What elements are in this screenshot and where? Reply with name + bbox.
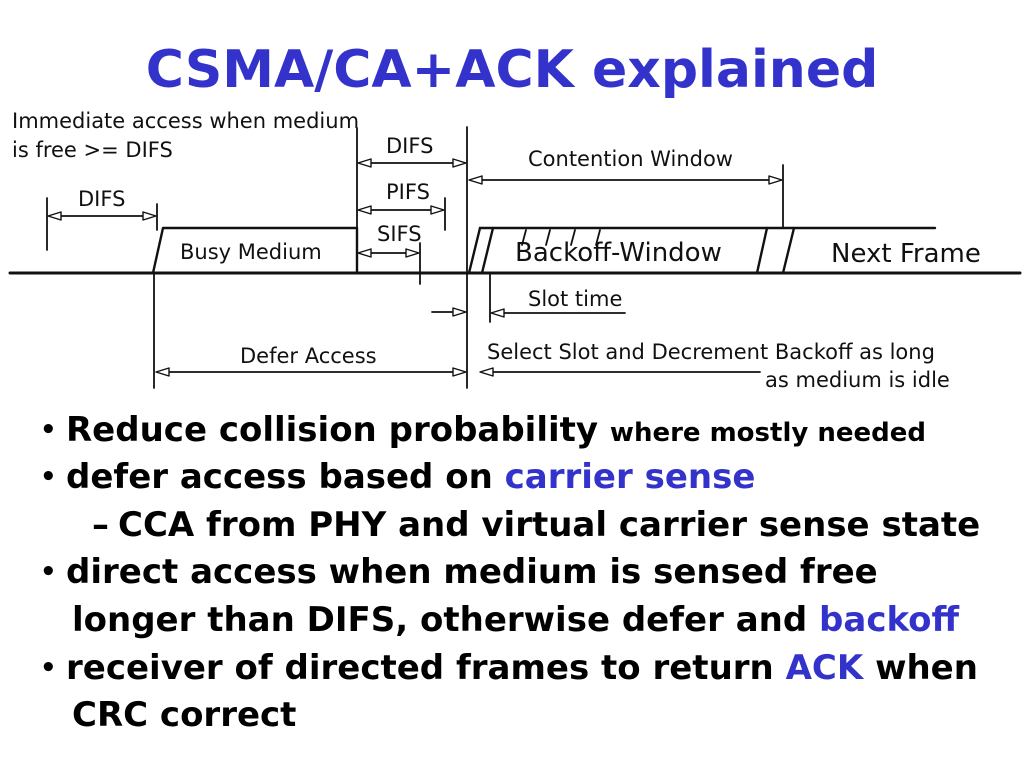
bullet-highlight: backoff bbox=[819, 600, 960, 640]
sub-bullet-text: CCA from PHY and virtual carrier sense s… bbox=[118, 505, 981, 545]
sub-bullet-marker: – bbox=[92, 505, 109, 545]
arrowhead-left bbox=[47, 211, 62, 221]
arrowhead-right bbox=[768, 175, 783, 185]
backoff-slot-tick bbox=[570, 229, 576, 246]
bullet-text: CRC correct bbox=[72, 695, 297, 735]
arrowhead-left bbox=[155, 367, 170, 377]
arrowhead-left bbox=[468, 175, 483, 185]
bullet-text: receiver of directed frames to return bbox=[66, 648, 774, 688]
backoff-slot-tick bbox=[521, 229, 527, 246]
bullet-marker: • bbox=[40, 653, 57, 683]
pifs-label: PIFS bbox=[386, 180, 430, 204]
arrowhead-right bbox=[452, 367, 467, 377]
backoff-slot-tick bbox=[595, 229, 601, 246]
bullet-item-reduce-collision: Reduce collision probability where mostl… bbox=[66, 410, 926, 453]
contention-window-label: Contention Window bbox=[528, 147, 733, 171]
backoff-window-start-edge bbox=[467, 226, 482, 275]
arrowhead-left bbox=[357, 248, 372, 258]
select-slot-label-line2: as medium is idle bbox=[765, 368, 950, 392]
select-slot-label-line1: Select Slot and Decrement Backoff as lon… bbox=[487, 340, 935, 364]
slide-title: CSMA/CA+ACK explained bbox=[145, 40, 879, 100]
bullet-item-defer-access: defer access based on carrier sense bbox=[66, 457, 755, 497]
bullet-text: direct access when medium is sensed free bbox=[66, 552, 878, 592]
arrowhead-left bbox=[357, 158, 372, 168]
bullet-marker: • bbox=[40, 415, 57, 445]
busy-medium-label: Busy Medium bbox=[180, 240, 322, 264]
defer-access-label: Defer Access bbox=[240, 344, 377, 368]
bullet-text: defer access based on bbox=[66, 457, 493, 497]
arrowhead-right bbox=[405, 248, 420, 258]
next-frame-label: Next Frame bbox=[831, 239, 981, 269]
arrowhead-right bbox=[452, 307, 467, 317]
bullet-highlight: carrier sense bbox=[504, 457, 756, 497]
backoff-window-end-edge bbox=[755, 226, 769, 275]
bullet-text-after: when bbox=[875, 648, 978, 688]
arrowhead-left bbox=[490, 308, 505, 318]
sifs-label: SIFS bbox=[377, 222, 422, 246]
immediate-access-label-line2: is free >= DIFS bbox=[12, 138, 173, 162]
difs-label: DIFS bbox=[386, 134, 433, 158]
csma-ca-timing-diagram: Immediate access when medium is free >= … bbox=[8, 109, 1022, 392]
next-frame-start-edge bbox=[781, 226, 796, 275]
arrowhead-right bbox=[452, 158, 467, 168]
bullet-note: where mostly needed bbox=[609, 418, 926, 448]
backoff-first-slot-edge bbox=[480, 226, 495, 275]
immediate-access-label-line1: Immediate access when medium bbox=[12, 109, 359, 133]
bullet-item-direct-access: direct access when medium is sensed free bbox=[66, 552, 878, 592]
bullet-item-direct-access-continuation: longer than DIFS, otherwise defer and ba… bbox=[72, 600, 959, 640]
arrowhead-right bbox=[430, 205, 445, 215]
bullet-item-receiver-ack: receiver of directed frames to return AC… bbox=[66, 648, 978, 688]
arrowhead-right bbox=[142, 211, 157, 221]
arrowhead-left bbox=[479, 367, 494, 377]
difs-left-label: DIFS bbox=[78, 187, 125, 211]
slot-time-label: Slot time bbox=[528, 287, 622, 311]
sub-bullet-item-cca: CCA from PHY and virtual carrier sense s… bbox=[118, 505, 980, 545]
bullet-marker: • bbox=[40, 557, 57, 587]
backoff-slot-tick bbox=[545, 229, 551, 246]
bullet-text: Reduce collision probability bbox=[66, 410, 599, 450]
backoff-window-label: Backoff-Window bbox=[515, 238, 722, 268]
busy-medium-outline bbox=[151, 226, 359, 275]
arrowhead-left bbox=[357, 205, 372, 215]
bullet-marker: • bbox=[40, 462, 57, 492]
bullet-item-receiver-ack-continuation: CRC correct bbox=[72, 695, 296, 735]
bullet-text: longer than DIFS, otherwise defer and bbox=[72, 600, 808, 640]
bullet-highlight: ACK bbox=[785, 648, 864, 688]
